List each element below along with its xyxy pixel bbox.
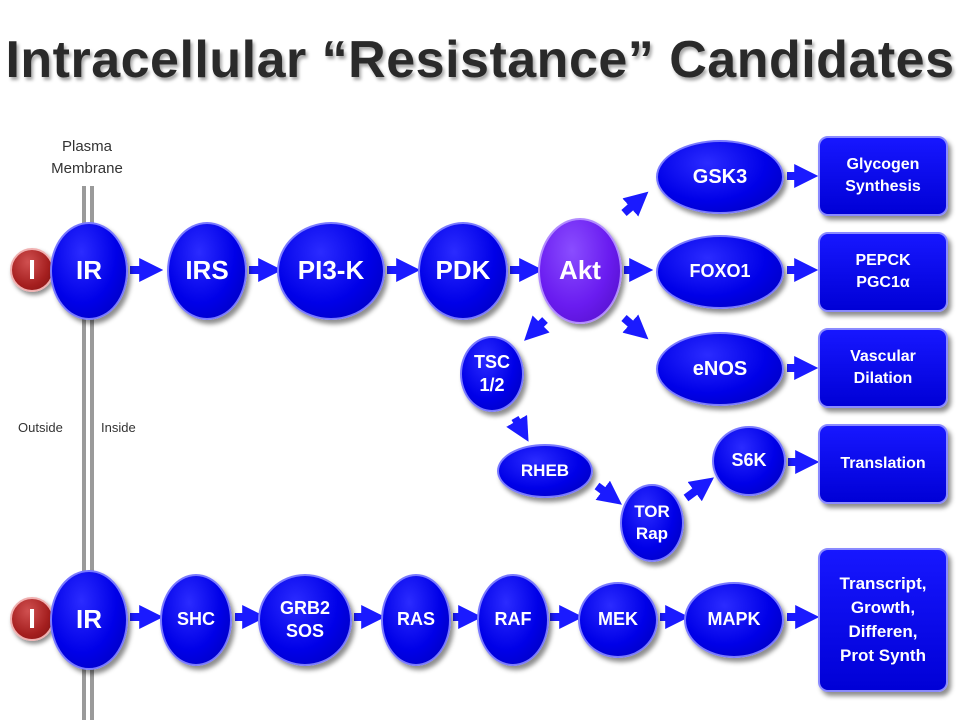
outcome-glycogen-synthesis: Glycogen Synthesis [818,136,948,216]
insulin-badge-bottom: I [10,597,54,641]
arrow-rheb-tor [594,480,622,505]
node-ras: RAS [381,574,451,666]
node-akt: Akt [538,218,622,324]
arrow-tor-s6k [683,477,715,502]
node-mek: MEK [578,582,658,658]
page-title: Intracellular “Resistance” Candidates [5,31,955,89]
node-grb2-sos: GRB2 SOS [258,574,352,666]
node-irs: IRS [167,222,247,320]
arrow-akt-enos [621,314,649,340]
node-foxo1: FOXO1 [656,235,784,309]
plasma-membrane-label: Plasma Membrane [22,136,152,180]
node-rheb: RHEB [497,444,593,498]
node-shc: SHC [160,574,232,666]
node-gsk3: GSK3 [656,140,784,214]
plasma-label-line1: Plasma [61,138,113,155]
outside-label: Outside [18,420,63,435]
node-pdk: PDK [418,222,508,320]
node-enos: eNOS [656,332,784,406]
node-ir-top: IR [50,222,128,320]
arrow-akt-tsc [524,315,550,341]
node-raf: RAF [477,574,549,666]
node-mapk: MAPK [684,582,784,658]
plasma-label-line2: Membrane [51,159,123,177]
membrane-line-inner [90,186,94,720]
node-s6k: S6K [712,426,786,496]
node-ir-bottom: IR [50,570,128,670]
arrow-akt-gsk3 [621,191,649,217]
insulin-badge-top: I [10,248,54,292]
inside-label: Inside [101,420,136,435]
node-tsc: TSC 1/2 [460,336,524,412]
node-tor: TOR Rap [620,484,684,562]
outcome-translation: Translation [818,424,948,504]
node-pi3k: PI3-K [277,222,385,320]
outcome-transcript-growth: Transcript, Growth, Differen, Prot Synth [818,548,948,692]
membrane-line-outer [82,186,86,720]
arrow-tsc-rheb [506,414,529,442]
outcome-pepck-pgc1a: PEPCK PGC1α [818,232,948,312]
outcome-vascular-dilation: Vascular Dilation [818,328,948,408]
